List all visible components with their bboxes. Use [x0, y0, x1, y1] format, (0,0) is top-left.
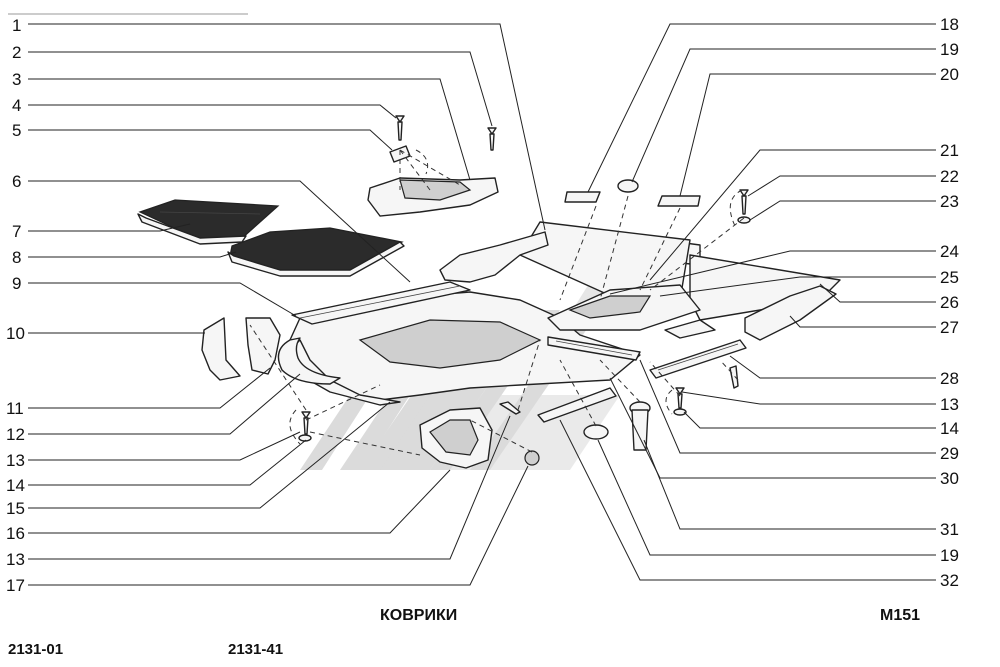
- right-rear-trim: [744, 285, 837, 341]
- callout-label: 24: [940, 242, 959, 261]
- left-sill-strip: [291, 281, 471, 325]
- callout-label: 14: [6, 476, 25, 495]
- assembly-lines: [249, 149, 745, 456]
- callout-label: 15: [6, 499, 25, 518]
- callout-label: 12: [6, 425, 25, 444]
- rear-floor-carpet: [519, 221, 841, 339]
- callout-label: 30: [940, 469, 959, 488]
- callout-label: 26: [940, 293, 959, 312]
- fastener-screws: [301, 115, 749, 435]
- callout-label: 27: [940, 318, 959, 337]
- callout-label: 2: [12, 43, 21, 62]
- callout-label: 23: [940, 192, 959, 211]
- right-rear-sill: [649, 339, 747, 379]
- front-trim-panel: [367, 177, 499, 217]
- model-code-1: 2131-01: [8, 641, 64, 658]
- callout-label: 32: [940, 571, 959, 590]
- callout-label: 8: [12, 248, 21, 267]
- callout-label: 17: [6, 576, 25, 595]
- tunnel-cover: [419, 407, 493, 469]
- callout-label: 3: [12, 70, 21, 89]
- callouts-left: 1 2 3 4 5 6 7 8 9 10 11 12 13 14 15 16 1…: [6, 16, 25, 595]
- callout-label: 10: [6, 324, 25, 343]
- model-code-2: 2131-41: [228, 641, 284, 658]
- callout-label: 9: [12, 274, 21, 293]
- leader-lines-right: [559, 23, 936, 581]
- callout-label: 21: [940, 141, 959, 160]
- callout-label: 29: [940, 444, 959, 463]
- callout-label: 1: [12, 16, 21, 35]
- callout-label: 13: [6, 451, 25, 470]
- left-front-trim: [439, 231, 549, 283]
- callout-label: 11: [6, 399, 24, 418]
- callout-label: 18: [940, 15, 959, 34]
- callout-label: 25: [940, 268, 959, 287]
- callout-label: 31: [940, 520, 959, 539]
- callout-label: 19: [940, 546, 959, 565]
- callout-label: 16: [6, 524, 25, 543]
- left-side-panels: [201, 317, 281, 381]
- callout-label: 19: [940, 40, 959, 59]
- center-strip: [537, 387, 617, 423]
- callout-label: 14: [940, 419, 959, 438]
- callouts-right: 18 19 20 21 22 23 24 25 26 27 28 13 14 2…: [940, 15, 959, 590]
- front-left-mat: [137, 199, 280, 245]
- callout-label: 4: [12, 96, 21, 115]
- callout-label: 7: [12, 222, 21, 241]
- callout-label: 6: [12, 172, 21, 191]
- callout-label: 28: [940, 369, 959, 388]
- callout-label: 13: [940, 395, 959, 414]
- callout-label: 22: [940, 167, 959, 186]
- right-sill-strip: [547, 336, 641, 361]
- callout-label: 20: [940, 65, 959, 84]
- diagram-code: M151: [880, 607, 921, 624]
- callout-label: 13: [6, 550, 25, 569]
- floor-carpet: [277, 291, 641, 406]
- callout-label: 5: [12, 121, 21, 140]
- diagram-title: КОВРИКИ: [380, 607, 458, 624]
- leader-lines-left: [28, 23, 546, 586]
- front-right-mat: [227, 227, 405, 277]
